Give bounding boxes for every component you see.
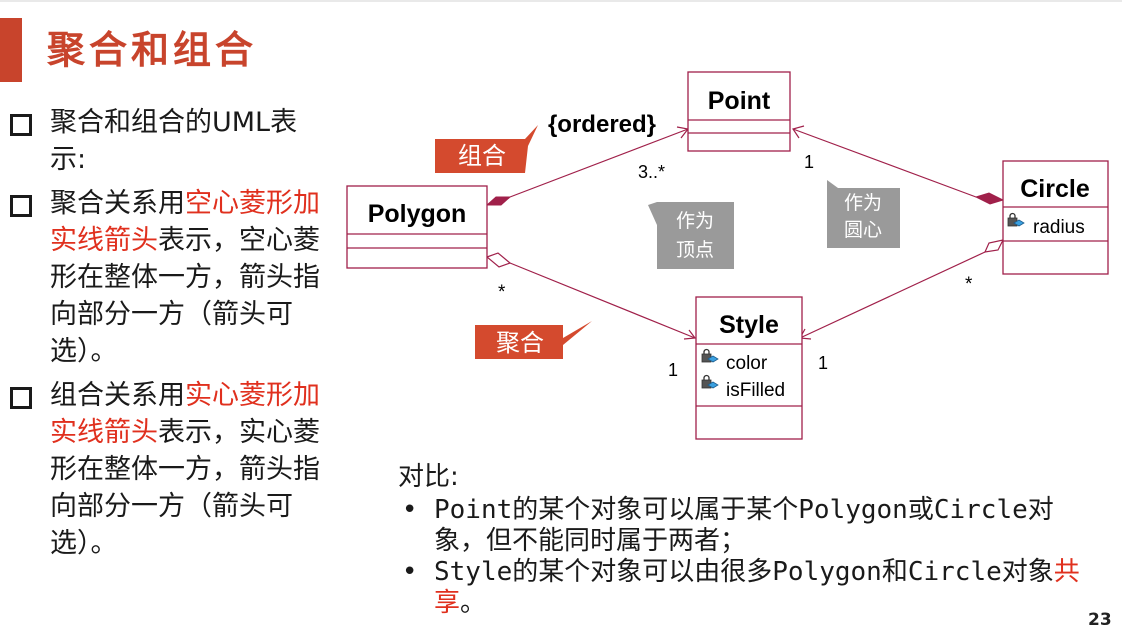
dot-bullet-icon: •	[402, 495, 418, 525]
bullet-text: 表示，实心菱形在整体一方，箭头指向部分一方（箭头可选）。	[50, 417, 320, 559]
comparison-item: • Point的某个对象可以属于某个Polygon或Circle对象，但不能同时…	[398, 495, 1098, 557]
callout-text: 组合	[458, 143, 506, 170]
title-accent-bar	[0, 18, 22, 82]
class-style: Style color isFilled	[695, 296, 803, 440]
class-name: Point	[708, 87, 771, 115]
callout-text: 作为	[844, 192, 882, 214]
callout-text: 圆心	[844, 220, 882, 241]
bullet-uml-notation: 聚合和组合的UML表示:	[10, 104, 330, 178]
multiplicity-label: *	[498, 282, 506, 303]
uml-diagram: Point Polygon Circle radius Style color …	[330, 55, 1122, 450]
bullet-highlight: 实心菱形加实线箭头	[50, 380, 320, 448]
aggregation-diamonds	[485, 239, 1005, 268]
dot-bullet-icon: •	[402, 557, 418, 587]
class-polygon: Polygon	[346, 185, 488, 269]
multiplicity-label: *	[965, 274, 973, 295]
comparison-item: • Style的某个对象可以由很多Polygon和Circle对象共享。	[398, 557, 1098, 619]
class-name: Style	[719, 311, 779, 339]
comparison-text: Style的某个对象可以由很多Polygon和Circle对象	[434, 557, 1054, 587]
class-circle: Circle radius	[1002, 160, 1109, 275]
bullet-text: 聚合和组合的UML表示:	[50, 107, 298, 175]
comparison-text: 。	[460, 588, 487, 618]
page-number: 23	[1088, 610, 1112, 630]
comparison-list: • Point的某个对象可以属于某个Polygon或Circle对象，但不能同时…	[398, 495, 1098, 619]
bullet-composition: 组合关系用实心菱形加实线箭头表示，实心菱形在整体一方，箭头指向部分一方（箭头可选…	[10, 377, 330, 562]
class-attribute: isFilled	[726, 380, 785, 401]
multiplicity-label: 1	[818, 353, 828, 373]
callout-text: 顶点	[676, 239, 714, 261]
multiplicity-label: 1	[804, 152, 814, 172]
callout-as-center: 作为 圆心	[827, 180, 900, 248]
comparison-highlight: 共享	[434, 557, 1080, 618]
association-lines	[509, 125, 986, 340]
bullet-text: 表示，空心菱形在整体一方，箭头指向部分一方（箭头可选）。	[50, 225, 320, 367]
square-bullet-icon	[10, 195, 32, 217]
callout-text: 聚合	[496, 330, 544, 357]
callout-as-vertex: 作为 顶点	[648, 202, 734, 269]
callout-composition: 组合	[435, 125, 538, 173]
callout-text: 作为	[676, 210, 714, 232]
comparison-label: 对比:	[398, 462, 459, 492]
class-point: Point	[687, 71, 791, 152]
comparison-notes: 对比: • Point的某个对象可以属于某个Polygon或Circle对象，但…	[398, 462, 1098, 619]
ordered-constraint: {ordered}	[548, 111, 656, 138]
class-attribute: color	[726, 353, 768, 374]
square-bullet-icon	[10, 387, 32, 409]
bullet-text: 聚合关系用	[50, 188, 185, 219]
bullet-aggregation: 聚合关系用空心菱形加实线箭头表示，空心菱形在整体一方，箭头指向部分一方（箭头可选…	[10, 185, 330, 370]
bullet-text: 组合关系用	[50, 380, 185, 411]
comparison-text: Point的某个对象可以属于某个Polygon或Circle对象，但不能同时属于…	[434, 495, 1054, 556]
class-name: Polygon	[368, 200, 467, 228]
square-bullet-icon	[10, 114, 32, 136]
top-divider	[0, 0, 1122, 2]
multiplicity-label: 1	[668, 360, 678, 380]
bullet-list: 聚合和组合的UML表示: 聚合关系用空心菱形加实线箭头表示，空心菱形在整体一方，…	[10, 104, 330, 569]
composition-diamonds	[485, 192, 1005, 206]
slide-title: 聚合和组合	[47, 27, 258, 72]
multiplicity-label: 3..*	[638, 162, 665, 182]
bullet-highlight: 空心菱形加实线箭头	[50, 188, 320, 256]
callout-aggregation: 聚合	[475, 321, 592, 359]
class-attribute: radius	[1033, 217, 1085, 238]
class-name: Circle	[1020, 175, 1090, 203]
